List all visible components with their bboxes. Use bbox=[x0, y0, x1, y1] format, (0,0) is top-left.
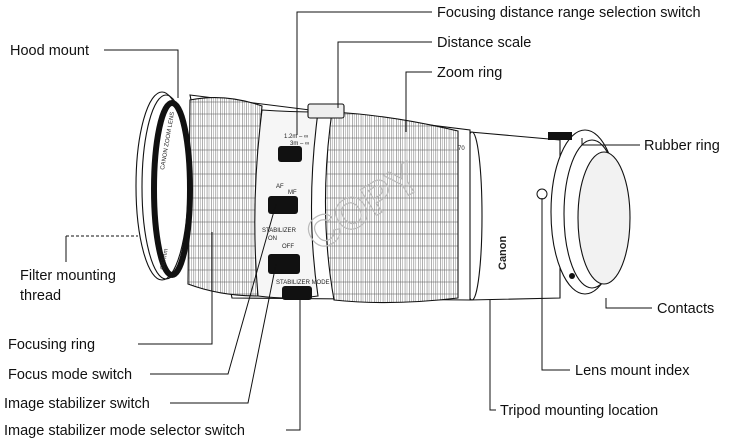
label-tripod-mounting: Tripod mounting location bbox=[500, 403, 658, 419]
range-switch bbox=[278, 146, 302, 162]
label-focusing-ring: Focusing ring bbox=[8, 337, 95, 353]
af-marking: AF bbox=[276, 184, 284, 190]
label-is-mode-selector: Image stabilizer mode selector switch bbox=[4, 423, 245, 439]
lens-mount-index-dot bbox=[536, 188, 548, 200]
label-focus-mode-switch: Focus mode switch bbox=[8, 367, 132, 383]
mf-marking: MF bbox=[288, 190, 297, 196]
range-full-marking: 1.2m – ∞ bbox=[284, 134, 308, 140]
label-focusing-range-switch: Focusing distance range selection switch bbox=[437, 5, 701, 21]
hood-mount-ring bbox=[151, 100, 193, 278]
label-hood-mount: Hood mount bbox=[10, 43, 89, 59]
rear-tube bbox=[469, 131, 561, 301]
rear-cap-face bbox=[577, 151, 631, 285]
focal-mark: 70 bbox=[458, 146, 465, 152]
rubber-ring-tab bbox=[548, 132, 572, 140]
lens-body bbox=[135, 91, 631, 304]
brand-marking: Canon bbox=[497, 236, 509, 271]
stabilizer-mode-marking: STABILIZER MODE bbox=[276, 280, 330, 286]
label-filter-thread-line2: thread bbox=[20, 288, 61, 304]
contacts-dot bbox=[569, 273, 575, 279]
filter-size-marking: Ø67mm bbox=[160, 248, 170, 270]
distance-scale-window bbox=[307, 103, 345, 119]
range-far-marking: 3m – ∞ bbox=[290, 141, 309, 147]
stabilizer-mode-switch bbox=[282, 286, 312, 300]
leader-lines bbox=[65, 11, 652, 431]
af-mf-switch bbox=[268, 196, 298, 214]
label-lens-mount-index: Lens mount index bbox=[575, 363, 690, 379]
label-contacts: Contacts bbox=[657, 301, 714, 317]
on-marking: ON bbox=[268, 236, 277, 242]
stabilizer-marking: STABILIZER bbox=[262, 228, 297, 234]
off-marking: OFF bbox=[282, 244, 294, 250]
label-image-stabilizer-switch: Image stabilizer switch bbox=[4, 396, 150, 412]
label-zoom-ring: Zoom ring bbox=[437, 65, 502, 81]
focusing-ring-grip bbox=[187, 97, 263, 297]
label-filter-thread-line1: Filter mounting bbox=[20, 268, 116, 284]
label-rubber-ring: Rubber ring bbox=[644, 138, 720, 154]
callout-labels: Focusing distance range selection switch… bbox=[4, 5, 720, 439]
label-distance-scale: Distance scale bbox=[437, 35, 531, 51]
zoom-ring-grip bbox=[324, 111, 459, 304]
front-ring-outer bbox=[135, 91, 189, 281]
stabilizer-switch bbox=[268, 254, 300, 274]
